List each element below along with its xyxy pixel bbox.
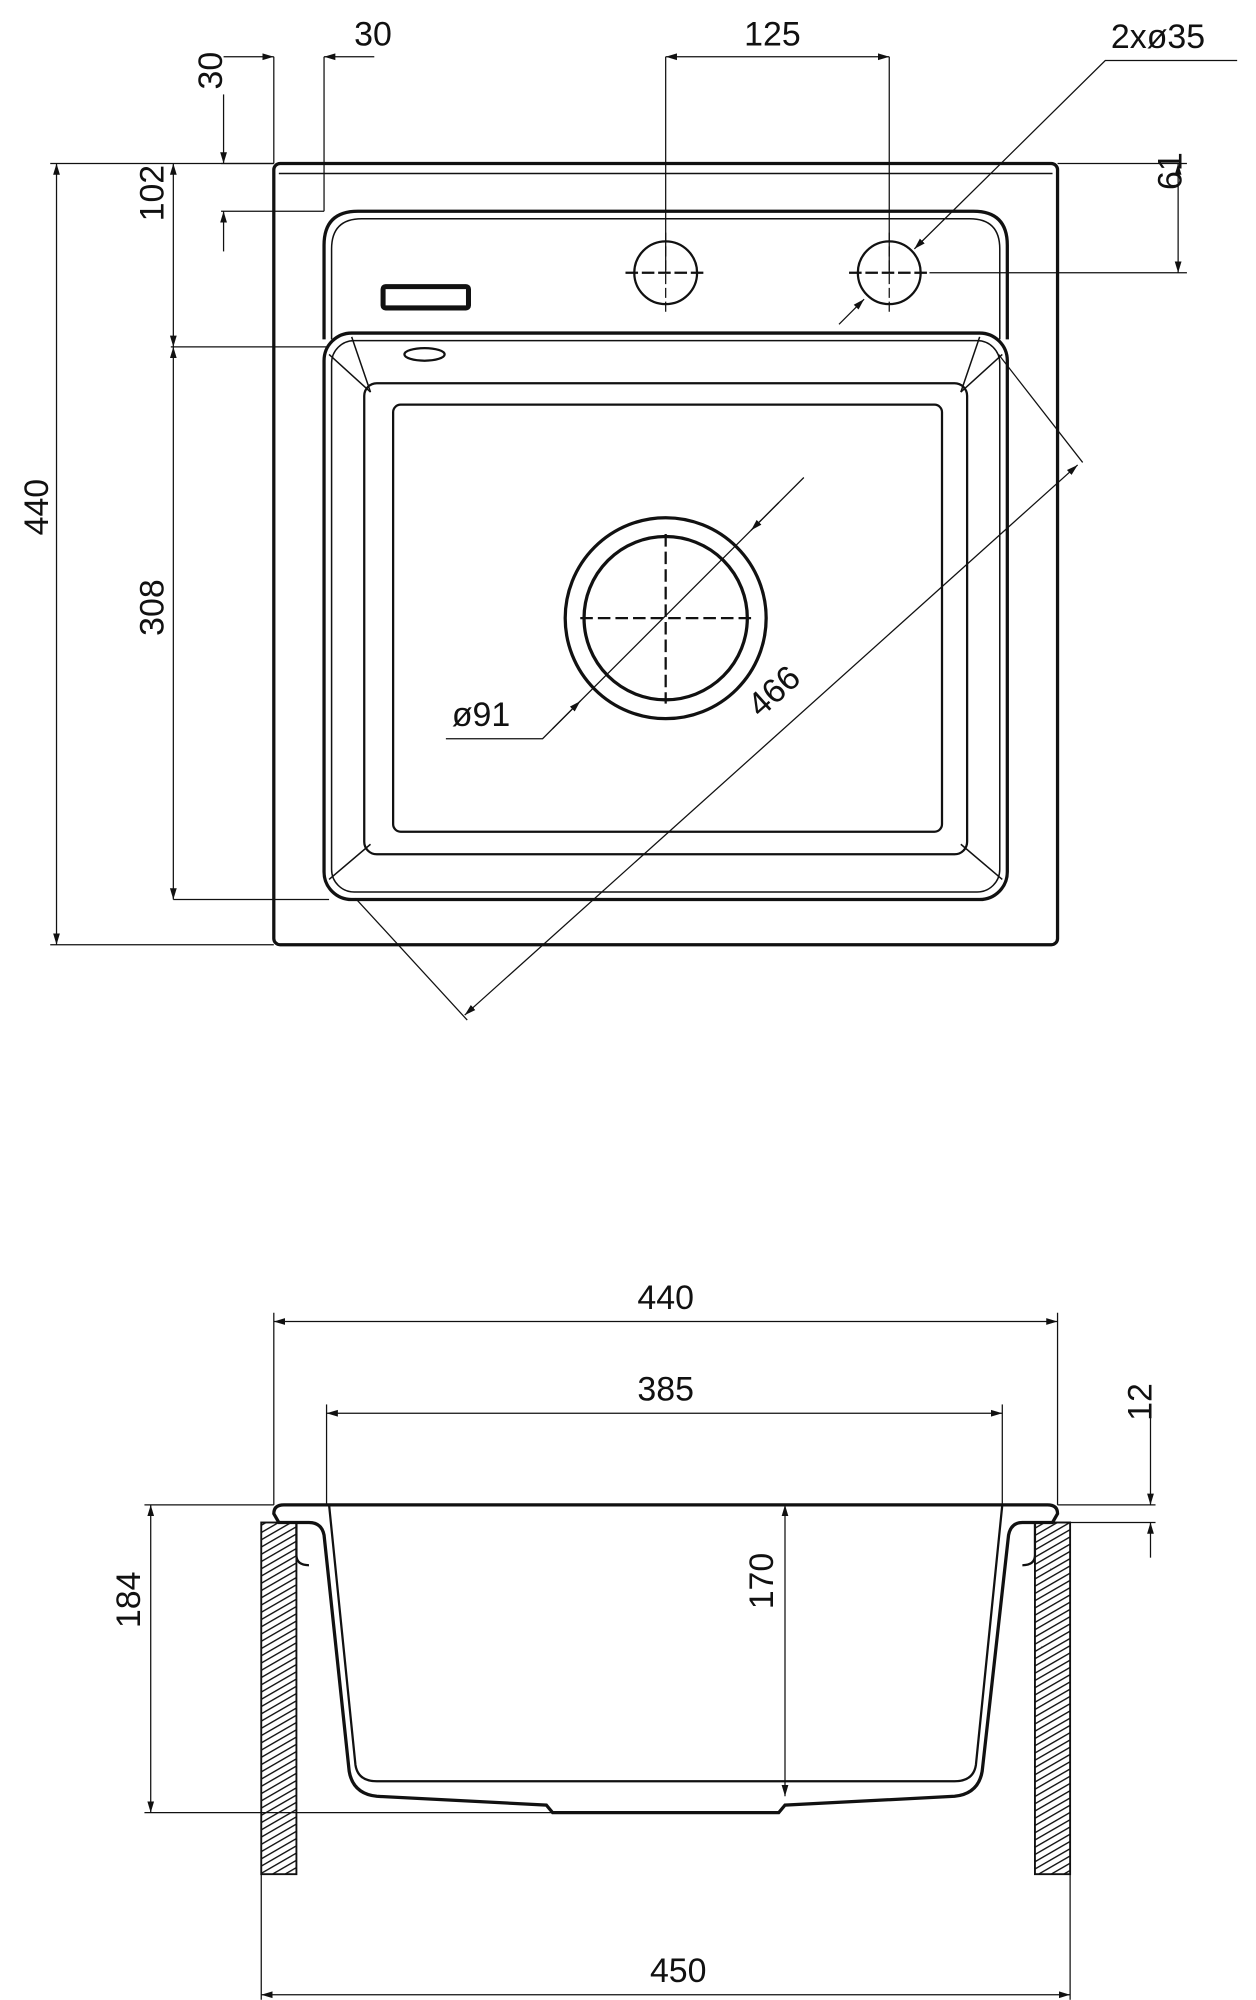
countertop-right: [1034, 1521, 1072, 1876]
dim-bowl-depth: 308: [134, 579, 172, 636]
dim-tap-offset: 61: [1152, 152, 1190, 190]
dim-total-depth: 440: [18, 479, 56, 536]
dim-diagonal: 466: [740, 658, 807, 724]
dim-total-height: 184: [110, 1572, 148, 1629]
sink-profile: [272, 1503, 1060, 1815]
dim-rim-width: 30: [354, 15, 392, 53]
dim-rim-thickness: 12: [1122, 1383, 1160, 1421]
dim-rim-depth: 30: [192, 52, 230, 90]
dim-total-width: 440: [637, 1279, 694, 1317]
drain: [563, 516, 768, 721]
dim-tap-spacing: 125: [744, 15, 801, 53]
overflow-slot-icon: [380, 284, 471, 311]
side-view: 440 385 450 184 170 12: [110, 1279, 1160, 2000]
dim-cutout-width: 450: [650, 1952, 707, 1990]
countertop-left: [260, 1521, 298, 1876]
dim-bowl-height: 170: [743, 1553, 781, 1610]
dim-drain: ø91: [452, 696, 510, 734]
dim-tap-holes: 2xø35: [1111, 18, 1205, 56]
top-view: 30 125 2xø35 30 102 308 440 61 ø91: [18, 15, 1238, 1021]
dim-deck-depth: 102: [134, 165, 172, 222]
dim-bowl-width: 385: [637, 1371, 694, 1409]
